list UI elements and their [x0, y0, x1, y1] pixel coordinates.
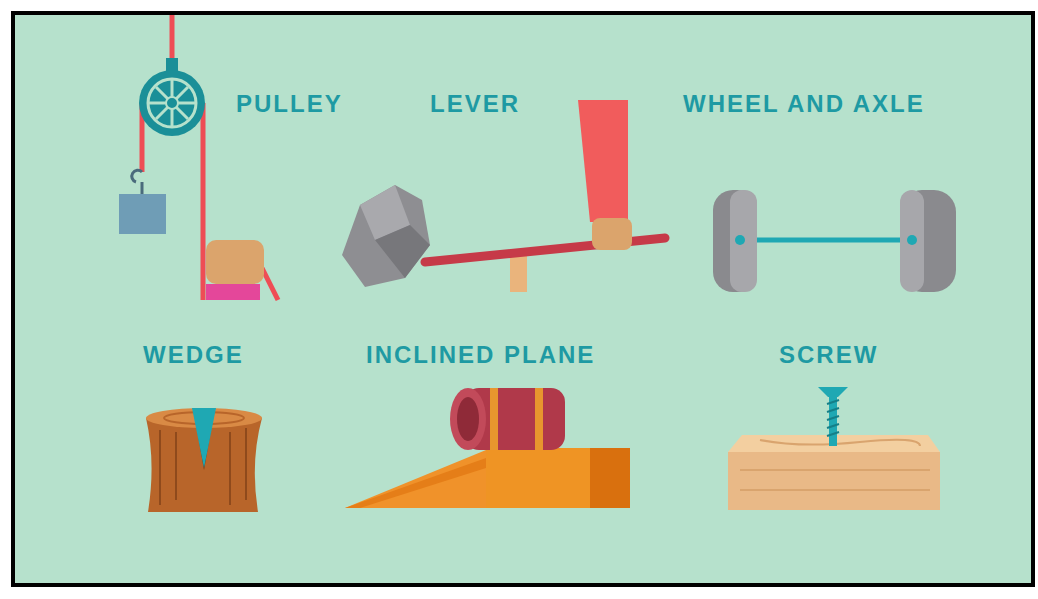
thread: [827, 432, 839, 436]
machine-label: INCLINED PLANE: [366, 341, 595, 369]
machine-label: PULLEY: [236, 90, 343, 118]
thread: [827, 424, 839, 428]
machine-label: SCREW: [779, 341, 878, 369]
wedge-illustration: [146, 408, 262, 512]
inclined-plane-illustration: [345, 388, 630, 508]
rope: [262, 268, 278, 300]
axle-end: [735, 235, 745, 245]
bark-line: [229, 432, 231, 505]
wheel-tread: [730, 190, 757, 292]
barrel-end: [450, 388, 486, 450]
ramp: [345, 450, 486, 508]
screw-illustration: [728, 387, 940, 510]
rope: [170, 15, 175, 60]
thread: [827, 416, 839, 420]
pulley-spokes: [149, 80, 195, 126]
grain-line: [760, 440, 920, 446]
barrel-band: [490, 388, 498, 450]
bark-line: [159, 430, 161, 505]
lever-illustration: [342, 100, 665, 292]
wheel: [713, 190, 757, 292]
rock: [342, 185, 430, 287]
pulley-hub: [166, 97, 178, 109]
hook: [141, 182, 144, 194]
screw-head: [818, 387, 848, 397]
bark-line: [175, 432, 177, 500]
machine-label: LEVER: [430, 90, 520, 118]
sleeve-cuff: [206, 284, 260, 300]
fulcrum: [510, 256, 527, 292]
grain-line: [740, 489, 930, 491]
platform: [486, 448, 590, 508]
axle: [740, 238, 922, 243]
thread: [827, 408, 839, 412]
wood-grain: [740, 440, 930, 490]
wood-block: [728, 452, 940, 510]
pulley-wheel: [139, 70, 205, 136]
wheel: [900, 190, 956, 292]
hand: [592, 218, 632, 250]
hook: [132, 170, 142, 182]
rope: [201, 103, 206, 300]
hand: [206, 240, 264, 284]
machine-label: WHEEL AND AXLE: [683, 90, 925, 118]
spoke: [156, 87, 188, 119]
arm-sleeve: [578, 100, 628, 222]
axle-end: [907, 235, 917, 245]
barrel-end-inner: [457, 397, 479, 441]
screw-thread: [827, 400, 839, 436]
wedge: [192, 408, 216, 468]
barrel-band: [535, 388, 543, 450]
spoke: [156, 87, 188, 119]
wheel-face: [900, 190, 924, 292]
bark-line: [245, 428, 247, 500]
rock-facet: [375, 225, 430, 278]
pulley-rim: [148, 79, 196, 127]
pulley-illustration: [119, 15, 278, 300]
ramp-edge: [345, 458, 486, 508]
grain-line: [740, 469, 930, 471]
platform-side: [590, 448, 630, 508]
weight-block: [119, 194, 166, 234]
wheel-axle-illustration: [713, 190, 956, 292]
thread: [827, 400, 839, 404]
machine-label: WEDGE: [143, 341, 244, 369]
